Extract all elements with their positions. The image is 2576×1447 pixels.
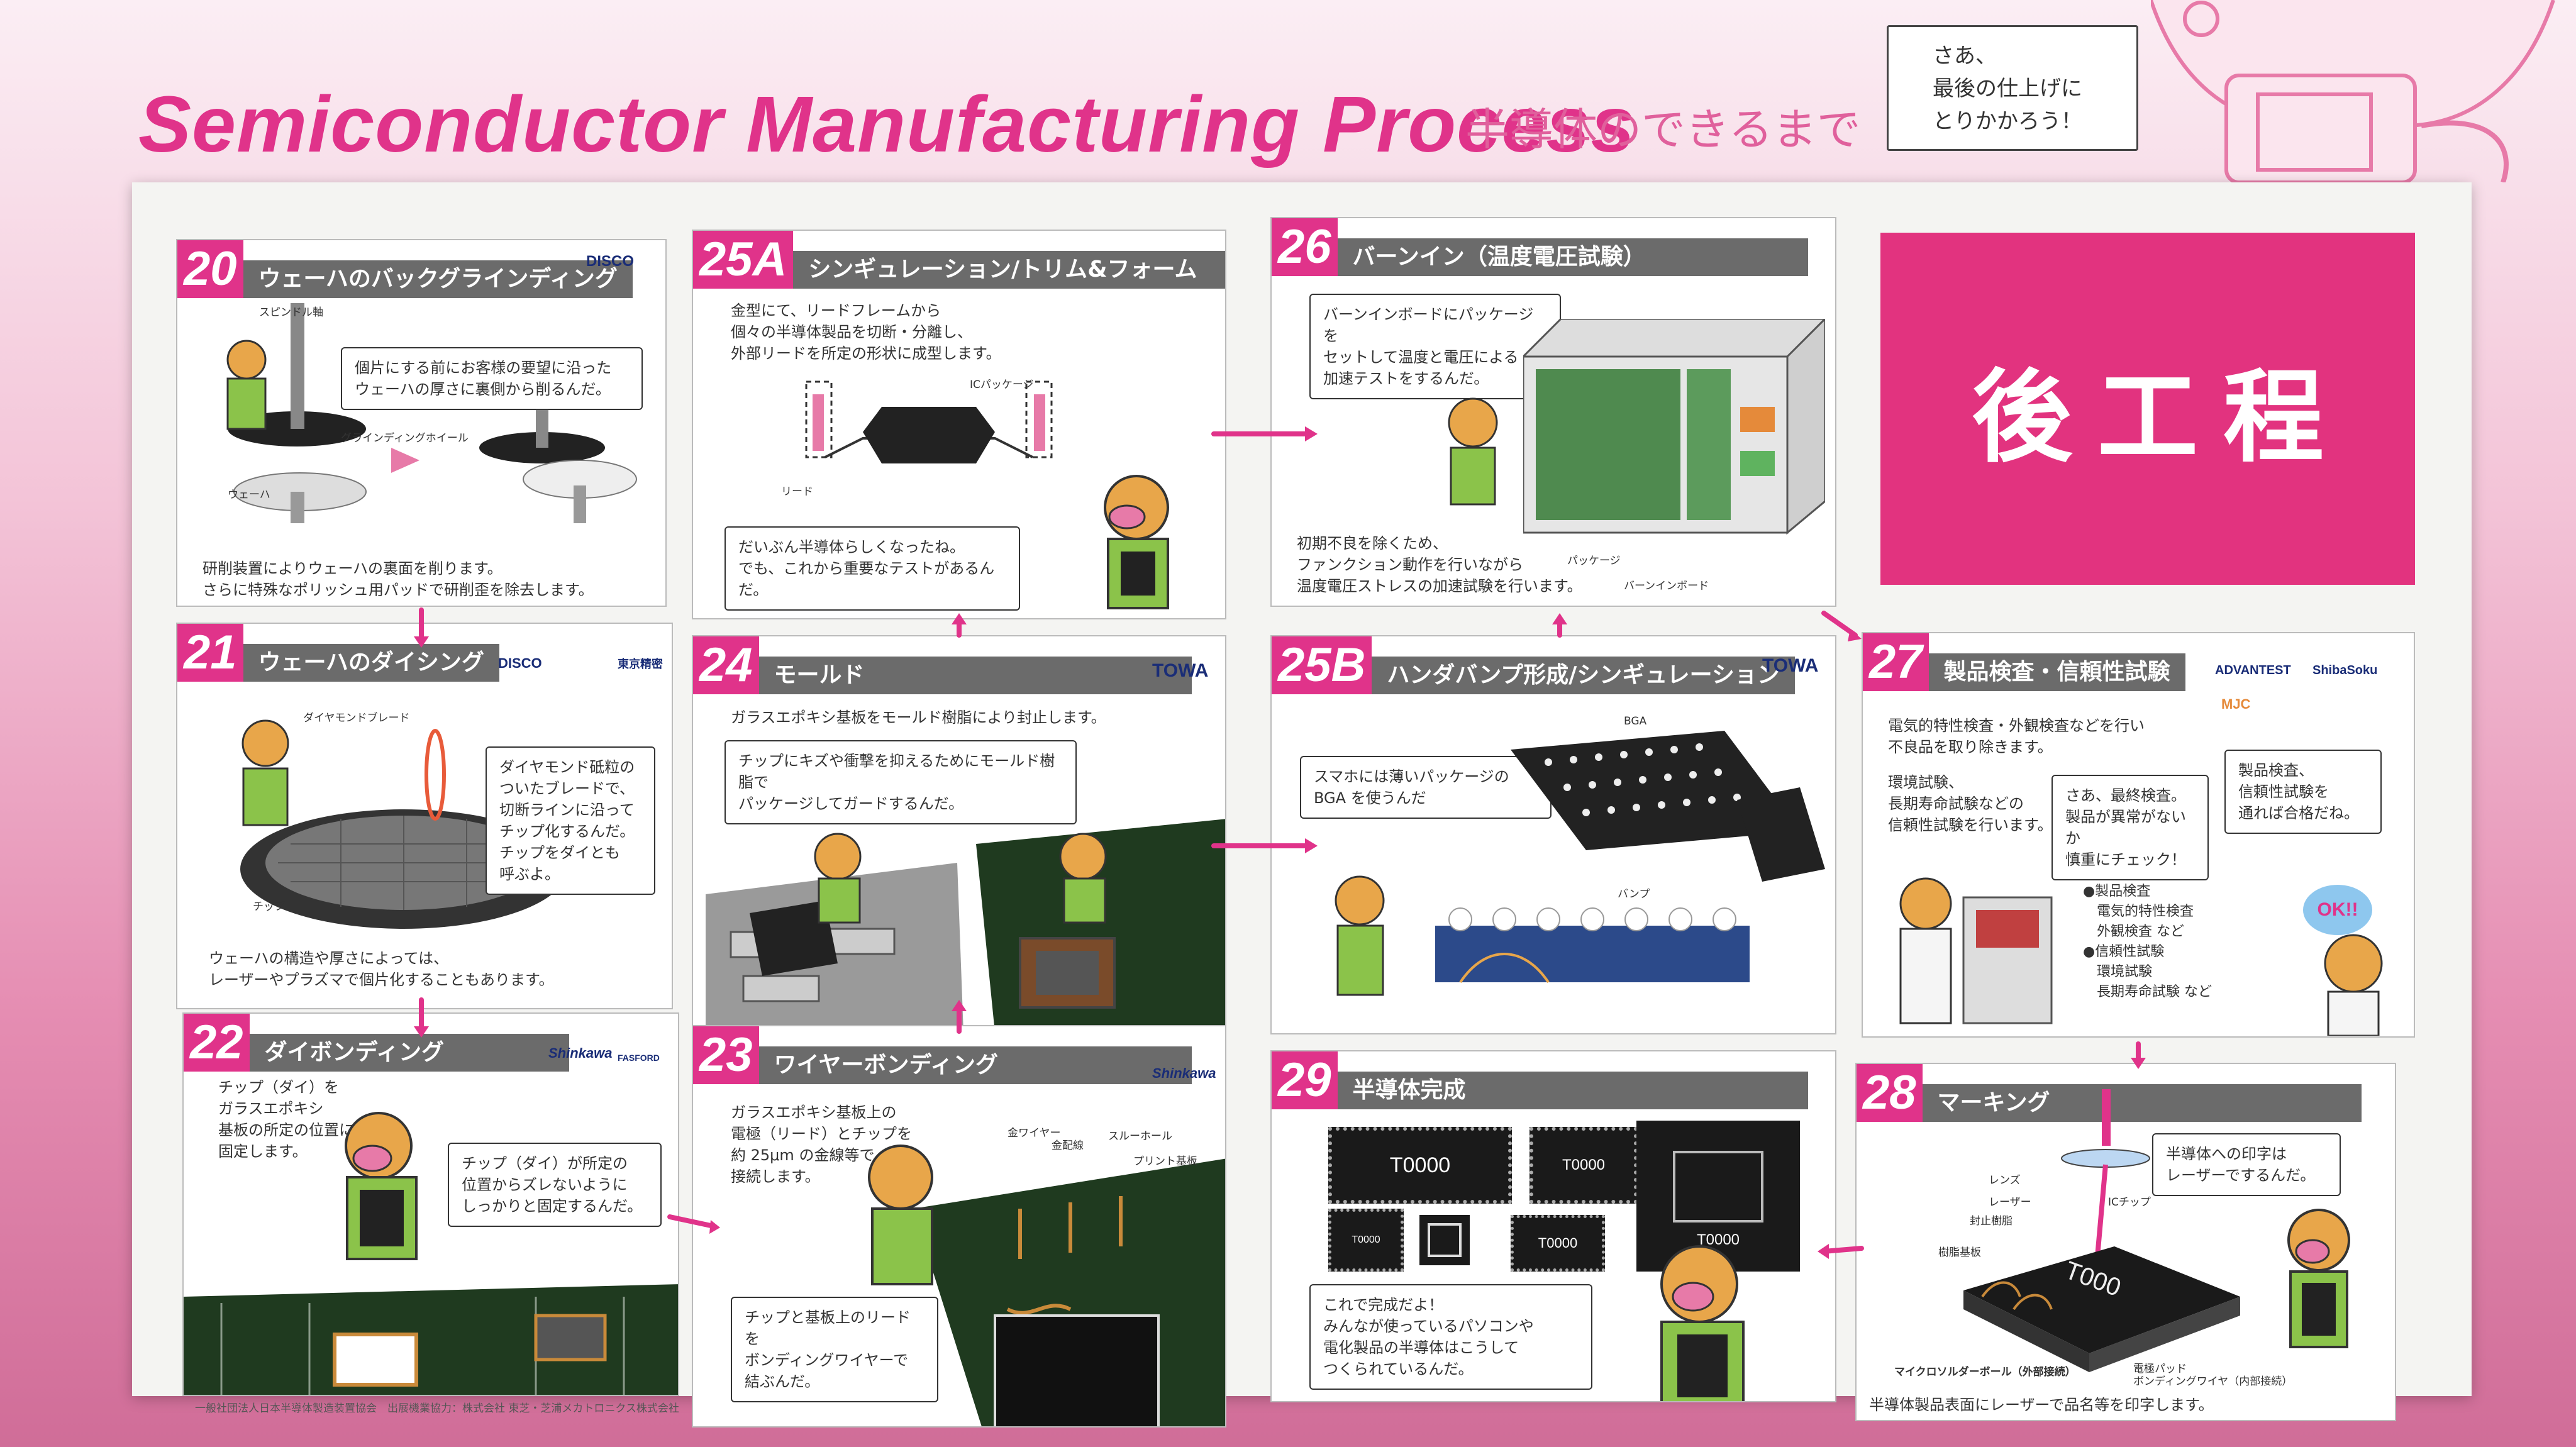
speech-bubble: ダイヤモンド砥粒の ついたブレードで、 切断ラインに沿って チップ化するんだ。 … <box>486 746 655 895</box>
speech-bubble: チップと基板上のリードを ボンディングワイヤーで 結ぶんだ。 <box>731 1297 938 1402</box>
step-description: 初期不良を除くため、 ファンクション動作を行いながら 温度電圧ストレスの加速試験… <box>1297 535 1582 595</box>
step-number: 28 <box>1857 1064 1923 1122</box>
step-number: 23 <box>693 1026 759 1084</box>
step-title: ウェーハのダイシング <box>243 644 499 682</box>
ok-badge: OK!! <box>2303 885 2372 935</box>
step-number: 24 <box>693 636 759 694</box>
speech-bubble: チップ（ダイ）が所定の 位置からズレないように しっかりと固定するんだ。 <box>448 1143 662 1227</box>
grinder-illustration <box>226 303 637 523</box>
step-title: ワイヤーボンディング <box>758 1046 1192 1084</box>
panel-die-bonding: 22 ダイボンディング Shinkawa FASFORD チップ（ダイ）を ガラ… <box>182 1012 679 1396</box>
mascot-robot <box>1660 1245 1745 1401</box>
bga-chip-die <box>1673 1151 1763 1222</box>
shinkawa-logo: Shinkawa <box>548 1045 613 1061</box>
step-description-2: 環境試験、 長期寿命試験などの 信頼性試験を行います。 <box>1888 773 2053 834</box>
towa-logo: TOWA <box>1152 660 1209 681</box>
speech-bubble: スマホには薄いパッケージの BGA を使うんだ <box>1300 756 1552 819</box>
disco-logo: DISCO <box>498 655 542 671</box>
chip-5: T0000 <box>1636 1121 1800 1272</box>
step-description: ガラスエポキシ基板上の 電極（リード）とチップを 約 25μm の金線等で 接続… <box>731 1104 912 1185</box>
step-number: 21 <box>177 624 243 682</box>
speech-bubble-2: 製品検査、 信頼性試験を 通れば合格だね。 <box>2224 750 2382 834</box>
step-title: ダイボンディング <box>249 1034 569 1072</box>
mold-illustration <box>706 819 1225 1030</box>
die-bonding-illustration <box>184 1112 678 1395</box>
panel-wire-bonding: 23 ワイヤーボンディング Shinkawa ガラスエポキシ基板上の 電極（リー… <box>692 1025 1226 1428</box>
step-description: 研削装置によりウェーハの裏面を削ります。 さらに特殊なポリッシュ用パッドで研削歪… <box>203 560 594 599</box>
mascot-robot <box>1448 397 1498 506</box>
shibasoku-logo: ShibaSoku <box>2312 663 2378 677</box>
page-subtitle: 半導体のできるまで <box>1465 104 1861 155</box>
mascot-robot <box>2287 1209 2350 1348</box>
speech-bubble: 個片にする前にお客様の要望に沿った ウェーハの厚さに裏側から削るんだ。 <box>341 347 643 410</box>
speech-bubble: チップにキズや衝撃を抑えるためにモールド樹脂で パッケージしてガードするんだ。 <box>724 740 1077 824</box>
step-description: 電気的特性検査・外観検査などを行い 不良品を取り除きます。 <box>1888 717 2145 756</box>
post-process-sign: 後工程 <box>1880 233 2415 585</box>
fasford-logo: FASFORD <box>618 1053 660 1063</box>
laser-marking-illustration <box>1963 1089 2240 1372</box>
step-number: 25A <box>693 231 794 289</box>
towa-logo: TOWA <box>1762 655 1819 676</box>
test-list: ●製品検査 電気的特性検査 外観検査 など ●信頼性試験 環境試験 長期寿命試験… <box>2083 884 2212 1000</box>
inspector-illustration <box>1899 877 2053 1024</box>
step-description: 半導体製品表面にレーザーで品名等を印字します。 <box>1869 1396 2214 1414</box>
chip-3: T0000 <box>1328 1209 1404 1272</box>
chip-4: T0000 <box>1511 1215 1605 1272</box>
speech-bubble: だいぶん半導体らしくなったね。 でも、これから重要なテストがあるんだ。 <box>724 526 1020 611</box>
step-description: 金型にて、リードフレームから 個々の半導体製品を切断・分離し、 外部リードを所定… <box>731 302 1001 362</box>
footer-credit: 一般社団法人日本半導体製造装置協会 出展機業協力：株式会社 東芝・芝浦メカトロニ… <box>195 1402 679 1415</box>
step-title: シンギュレーション/トリム&フォーム <box>793 251 1225 289</box>
chip-1: T0000 <box>1328 1127 1512 1204</box>
step-number: 25B <box>1272 636 1372 694</box>
speech-bubble: さあ、最終検査。 製品が異常がないか 慎重にチェック！ <box>2051 775 2209 880</box>
step-number: 20 <box>177 240 243 298</box>
panel-mold: 24 モールド TOWA ガラスエポキシ基板をモールド樹脂により封止します。 チ… <box>692 635 1226 1031</box>
page-title: Semiconductor Manufacturing Process <box>138 80 1636 169</box>
square-chip <box>1419 1215 1470 1265</box>
lead-frame-illustration <box>805 380 1053 463</box>
panel-marking: 28 マーキング 半導体への印字は レーザーでするんだ。 T000 レンズ レー… <box>1855 1063 2396 1421</box>
step-number: 26 <box>1272 218 1338 276</box>
step-title: 半導体完成 <box>1337 1072 1808 1109</box>
step-title: ハンダバンプ形成/シンギュレーション <box>1372 657 1795 694</box>
shinkawa-logo: Shinkawa <box>1152 1065 1216 1081</box>
panel-solder-bump-singulation: 25B ハンダバンプ形成/シンギュレーション TOWA スマホには薄いパッケージ… <box>1270 635 1836 1034</box>
panel-singulation-trim-form: 25A シンギュレーション/トリム&フォーム 金型にて、リードフレームから 個々… <box>692 230 1226 619</box>
panel-completion: 29 半導体完成 T0000 T0000 T0000 T0000 T0000 こ… <box>1270 1050 1836 1402</box>
chip-2: T0000 <box>1530 1127 1638 1204</box>
tokyo-seimitsu-logo: 東京精密 <box>618 658 663 670</box>
mascot-illustration <box>2151 0 2555 182</box>
step-title: モールド <box>758 657 1192 694</box>
burn-in-chamber-illustration <box>1523 319 1825 535</box>
panel-inspection-reliability: 27 製品検査・信頼性試験 ADVANTEST ShibaSoku MJC 電気… <box>1862 632 2415 1038</box>
speech-bubble: 半導体への印字は レーザーでするんだ。 <box>2152 1133 2341 1196</box>
step-description: ガラスエポキシ基板をモールド樹脂により封止します。 <box>731 709 1106 726</box>
step-number: 22 <box>184 1014 250 1072</box>
step-number: 27 <box>1863 633 1929 691</box>
speech-bubble: バーンインボードにパッケージを セットして温度と電圧による 加速テストをするんだ… <box>1309 294 1561 399</box>
step-title: マーキング <box>1922 1084 2362 1122</box>
mascot-robot <box>1104 475 1169 609</box>
panel-back-grinding: 20 ウェーハのバックグラインディング DISCO 個片にする前にお客様の要望に… <box>176 239 667 607</box>
step-description: ウェーハの構造や厚さによっては、 レーザーやプラズマで個片化することもあります。 <box>209 950 554 989</box>
step-description: チップ（ダイ）を ガラスエポキシ 基板の所定の位置に 固定します。 <box>218 1078 354 1160</box>
disco-logo: DISCO <box>586 253 635 270</box>
speech-bubble: これで完成だよ！ みんなが使っているパソコンや 電化製品の半導体はこうして つく… <box>1309 1284 1592 1390</box>
step-number: 29 <box>1272 1051 1338 1109</box>
step-title: 製品検査・信頼性試験 <box>1928 653 2185 691</box>
advantest-logo: ADVANTEST <box>2215 663 2291 677</box>
step-title: ウェーハのバックグラインディング <box>243 260 633 298</box>
step-title: バーンイン（温度電圧試験） <box>1337 238 1808 276</box>
panel-dicing: 21 ウェーハのダイシング DISCO 東京精密 ダイヤモンドブレード チップ … <box>176 623 673 1009</box>
bga-illustration <box>1335 731 1825 996</box>
mascot-speech-bubble: さあ、 最後の仕上げに とりかかろう！ <box>1887 25 2138 151</box>
wire-bonding-illustration <box>868 1145 1225 1426</box>
mascot-robot <box>2324 934 2383 1036</box>
mjc-logo: MJC <box>2221 696 2251 712</box>
panel-burn-in: 26 バーンイン（温度電圧試験） バーンインボードにパッケージを セットして温度… <box>1270 217 1836 607</box>
